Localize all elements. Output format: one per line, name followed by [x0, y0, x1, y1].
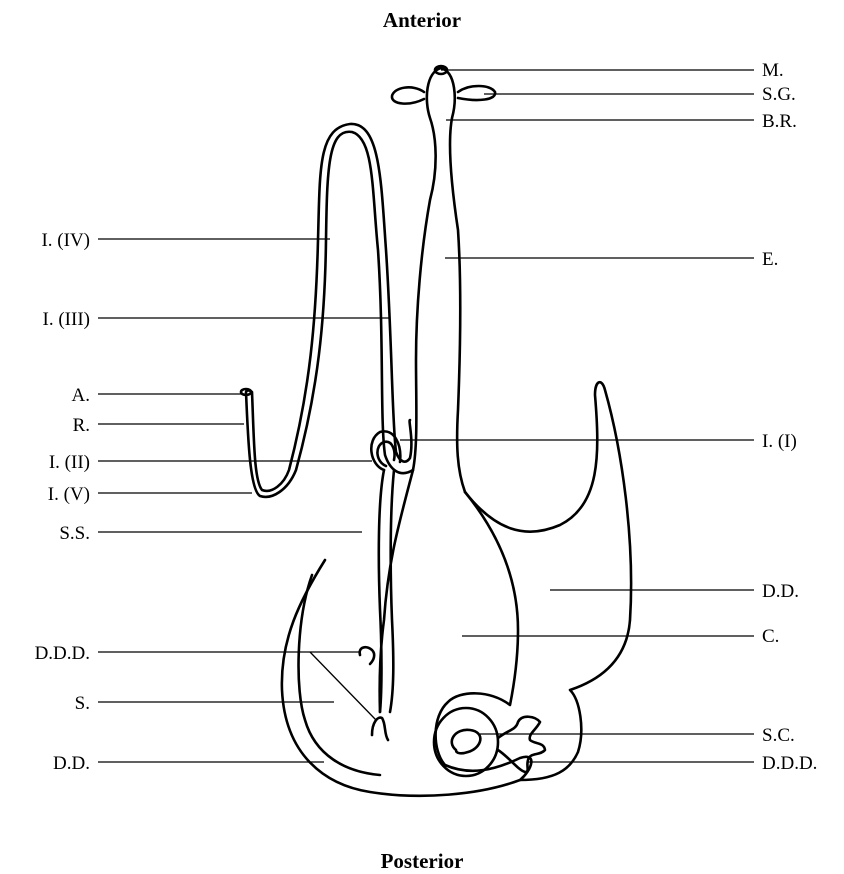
label-style-sac: S.C.	[762, 725, 795, 746]
label-mouth: M.	[762, 60, 784, 81]
style-sac-inner	[452, 730, 481, 754]
salivary-gland-right	[458, 86, 495, 100]
label-intestine-5: I. (V)	[48, 484, 90, 505]
left-labels: I. (IV) I. (III) A. R. I. (II) I. (V) S.…	[35, 230, 90, 774]
gut-outline	[241, 66, 631, 796]
label-anus: A.	[72, 385, 90, 406]
label-rectum: R.	[73, 415, 90, 436]
label-salivary-gland: S.G.	[762, 84, 796, 105]
label-intestine-2: I. (II)	[49, 452, 90, 473]
label-stomach-sac: S.S.	[59, 523, 90, 544]
label-esophagus: E.	[762, 249, 778, 270]
esophagus-left-wall	[380, 68, 441, 712]
posterior-title: Posterior	[381, 849, 464, 873]
label-duct-left: D.D.D.	[35, 643, 90, 664]
label-duct-right: D.D.D.	[762, 753, 817, 774]
leader-duct-left-branch	[310, 652, 376, 720]
leader-lines	[98, 70, 754, 762]
diverticulum-duct-left-bottom	[372, 718, 388, 740]
label-stomach: S.	[75, 693, 90, 714]
salivary-gland-left	[392, 87, 424, 103]
label-crop: C.	[762, 626, 779, 647]
label-diverticulum-right: D.D.	[762, 581, 799, 602]
stomach-inner-wall	[299, 575, 380, 775]
anterior-title: Anterior	[383, 8, 461, 32]
stomach-sac-tube-inner	[390, 470, 394, 712]
right-labels: M. S.G. B.R. E. I. (I) D.D. C. S.C. D.D.…	[762, 60, 817, 774]
style-sac	[434, 708, 498, 776]
diverticulum-duct-left-top	[360, 647, 374, 664]
label-intestine-1: I. (I)	[762, 431, 797, 452]
label-intestine-4: I. (IV)	[41, 230, 90, 251]
label-intestine-3: I. (III)	[43, 309, 90, 330]
crop-body	[282, 492, 531, 796]
label-diverticulum-left: D.D.	[53, 753, 90, 774]
esophagus-right-wall	[441, 68, 465, 492]
label-buccal-region: B.R.	[762, 111, 797, 132]
